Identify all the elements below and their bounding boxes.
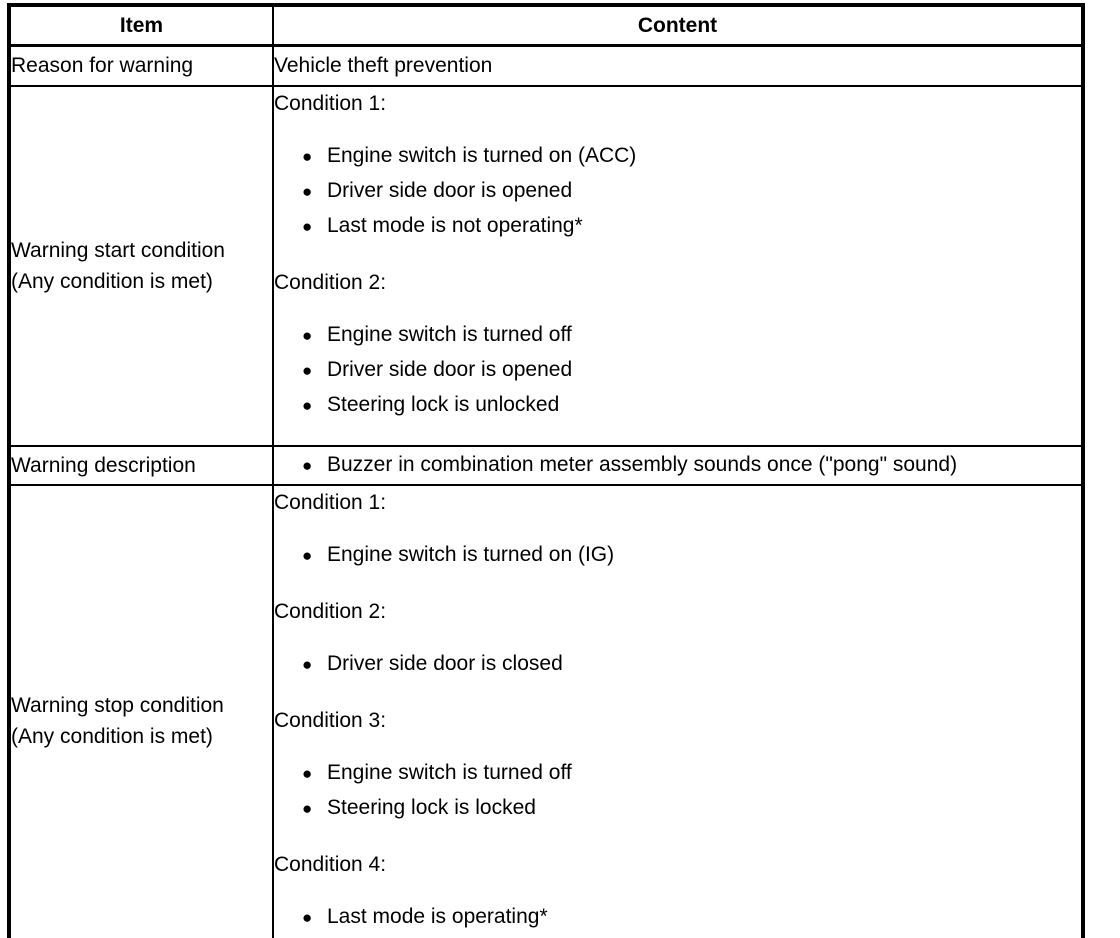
condition-label: Condition 4: [274, 852, 387, 876]
list-item: ● Driver side door is opened [302, 174, 1081, 209]
item-label: Reason for warning [11, 54, 194, 78]
bullet-icon: ● [302, 360, 313, 380]
item-label-line: (Any condition is met) [11, 725, 213, 748]
item-cell-warning-start-condition: Warning start condition (Any condition i… [8, 84, 274, 447]
list-item-text: Last mode is operating* [327, 904, 548, 928]
item-cell-warning-description: Warning description [8, 444, 274, 486]
bullet-list: ● Engine switch is turned on (ACC) ● Dri… [275, 139, 1081, 244]
bullet-icon: ● [302, 146, 313, 166]
item-cell-reason-for-warning: Reason for warning [8, 44, 274, 87]
content-cell-warning-description: ● Buzzer in combination meter assembly s… [272, 444, 1084, 486]
list-item-text: Driver side door is opened [327, 178, 573, 202]
list-item: ● Steering lock is locked [302, 791, 1081, 826]
list-item: ● Buzzer in combination meter assembly s… [302, 448, 1081, 483]
item-label-line: (Any condition is met) [11, 269, 213, 293]
bullet-icon: ● [302, 181, 313, 201]
table-row: Reason for warning Vehicle theft prevent… [8, 44, 1084, 87]
list-item: ● Driver side door is closed [302, 647, 1081, 682]
list-item-text: Steering lock is locked [327, 795, 536, 819]
condition-label: Condition 2: [274, 599, 387, 623]
table-header-row: Item Content [8, 4, 1084, 47]
bullet-icon: ● [302, 654, 313, 674]
bullet-icon: ● [302, 395, 313, 415]
list-item: ● Last mode is not operating* [302, 209, 1081, 244]
list-item: ● Driver side door is opened [302, 353, 1081, 388]
list-item-text: Buzzer in combination meter assembly sou… [327, 452, 958, 476]
list-item-text: Driver side door is opened [327, 357, 573, 381]
condition-label: Condition 1: [274, 91, 387, 115]
list-item: ● Steering lock is unlocked [302, 388, 1081, 423]
bullet-list: ● Engine switch is turned off ● Steering… [275, 756, 1081, 826]
bullet-icon: ● [302, 545, 313, 565]
list-item-text: Steering lock is unlocked [327, 392, 560, 416]
bullet-list: ● Driver side door is closed [275, 647, 1081, 682]
content-cell-warning-stop-condition: Condition 1: ● Engine switch is turned o… [272, 483, 1084, 938]
list-item: ● Engine switch is turned on (IG) [302, 538, 1081, 573]
bullet-list: ● Last mode is operating* [275, 900, 1081, 935]
item-cell-warning-stop-condition: Warning stop condition (Any condition is… [8, 483, 274, 938]
list-item-text: Engine switch is turned off [327, 760, 572, 784]
list-item-text: Driver side door is closed [327, 651, 563, 675]
content-text: Vehicle theft prevention [274, 53, 493, 77]
bullet-list: ● Engine switch is turned off ● Driver s… [275, 318, 1081, 423]
column-header-content: Content [272, 4, 1084, 47]
bullet-icon: ● [302, 216, 313, 236]
list-item-text: Engine switch is turned on (ACC) [327, 143, 637, 167]
bullet-icon: ● [302, 455, 313, 475]
content-cell-warning-start-condition: Condition 1: ● Engine switch is turned o… [272, 84, 1084, 447]
bullet-list: ● Buzzer in combination meter assembly s… [275, 448, 1081, 483]
bullet-icon: ● [302, 325, 313, 345]
bullet-icon: ● [302, 763, 313, 783]
column-header-item: Item [8, 4, 274, 47]
bullet-list: ● Engine switch is turned on (IG) [275, 538, 1081, 573]
table-row: Warning stop condition (Any condition is… [8, 483, 1084, 938]
item-label: Warning description [11, 453, 196, 477]
condition-label: Condition 1: [274, 490, 387, 514]
list-item: ● Engine switch is turned off [302, 318, 1081, 353]
list-item-text: Last mode is not operating* [327, 213, 583, 237]
table-row: Warning start condition (Any condition i… [8, 84, 1084, 447]
list-item-text: Engine switch is turned on (IG) [327, 542, 615, 566]
list-item: ● Last mode is operating* [302, 900, 1081, 935]
warning-spec-table: Item Content Reason for warning Vehicle … [7, 3, 1085, 938]
bullet-icon: ● [302, 907, 313, 927]
list-item-text: Engine switch is turned off [327, 322, 572, 346]
list-item: ● Engine switch is turned on (ACC) [302, 139, 1081, 174]
bullet-icon: ● [302, 798, 313, 818]
condition-label: Condition 3: [274, 708, 387, 732]
list-item: ● Engine switch is turned off [302, 756, 1081, 791]
condition-label: Condition 2: [274, 270, 387, 294]
table-row: Warning description ● Buzzer in combinat… [8, 444, 1084, 486]
content-cell-reason-for-warning: Vehicle theft prevention [272, 44, 1084, 87]
item-label-line: Warning start condition [11, 238, 225, 262]
item-label-line: Warning stop condition [11, 694, 224, 717]
